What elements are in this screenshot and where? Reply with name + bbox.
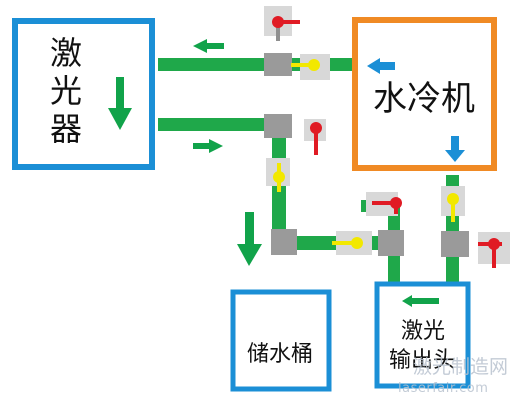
laser-label: 激 光 器 bbox=[50, 34, 82, 148]
valve-top-left bbox=[264, 6, 300, 76]
valve-mid-red bbox=[366, 192, 402, 216]
valve-top-left-yellow bbox=[291, 54, 330, 80]
arrow-output-left bbox=[402, 295, 439, 307]
valve-right-tee bbox=[441, 231, 469, 257]
pipe-laser-out bbox=[158, 118, 282, 131]
valve-bottom-left-tee bbox=[271, 229, 297, 255]
valve-right-yellow bbox=[441, 186, 465, 222]
watermark-url: laserfair.com bbox=[398, 381, 489, 396]
arrow-chiller-in-left bbox=[367, 58, 395, 74]
arrow-top-left bbox=[193, 39, 224, 53]
tank-label: 储水桶 bbox=[247, 342, 314, 367]
laser-label-char-2: 光 bbox=[50, 72, 83, 110]
arrow-mid-right bbox=[193, 139, 223, 153]
output-head-box bbox=[374, 281, 471, 389]
output-head-label-line1: 激光 bbox=[401, 319, 446, 344]
output-head-label-line2: 输出头 bbox=[389, 348, 456, 373]
valve-bottom-yellow bbox=[332, 231, 372, 255]
tank-box bbox=[230, 289, 332, 392]
watermark-cn: 激光制造网 bbox=[413, 356, 509, 378]
laser-label-char-1: 激 bbox=[50, 34, 83, 72]
valve-right-red bbox=[478, 232, 510, 268]
valve-bottom-mid-tee bbox=[378, 230, 404, 256]
arrow-tank-down bbox=[237, 212, 262, 266]
valve-mid-left bbox=[264, 114, 326, 155]
laser-box bbox=[12, 18, 155, 170]
arrow-laser-down bbox=[108, 77, 132, 130]
arrow-chiller-down bbox=[445, 136, 465, 162]
chiller-label: 水冷机 bbox=[373, 79, 475, 119]
chiller-box bbox=[352, 17, 497, 171]
laser-label-char-3: 器 bbox=[50, 110, 83, 148]
valve-mid-left-yellow bbox=[266, 158, 290, 192]
